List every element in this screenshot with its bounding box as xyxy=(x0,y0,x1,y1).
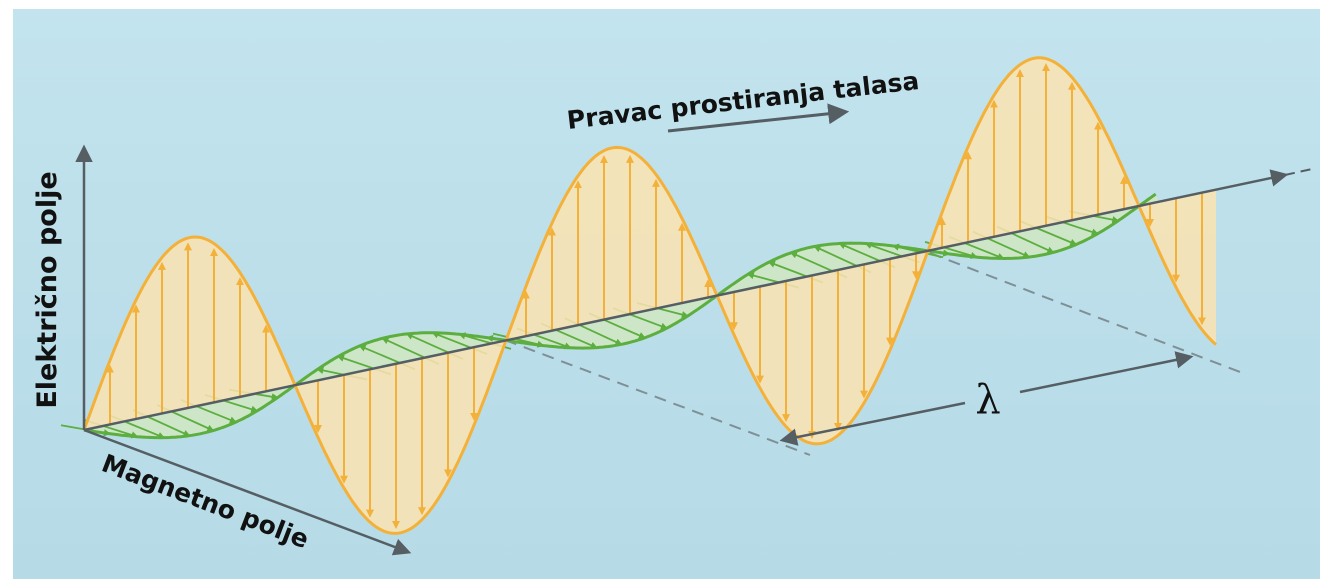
magnetic-field-label: Magnetno polje xyxy=(98,449,313,555)
electric-field-wave xyxy=(84,58,1216,534)
propagation-label: Pravac prostiranja talasa xyxy=(565,66,920,135)
electric-field-label: Električno polje xyxy=(32,171,63,408)
wavelength-arrow-right xyxy=(1020,357,1190,392)
wavelength-symbol: λ xyxy=(975,377,1000,423)
axis-extension-dashed xyxy=(1285,169,1312,175)
propagation-axis xyxy=(84,175,1285,430)
